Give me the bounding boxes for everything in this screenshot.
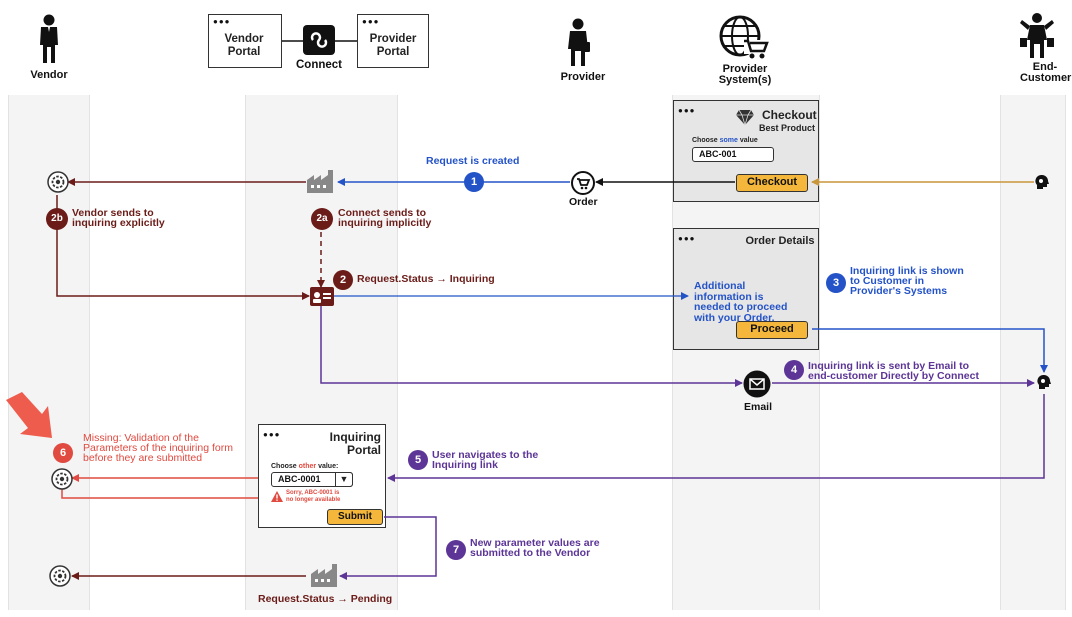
step-2b-badge: 2b — [46, 208, 68, 230]
step-5-badge: 5 — [408, 450, 428, 470]
email-envelope-icon — [743, 370, 771, 398]
step-2a-badge: 2a — [311, 208, 333, 230]
id-card-icon — [310, 287, 334, 306]
order-details-title: Order Details — [745, 235, 815, 247]
inquiring-choose-label: Choose other value: — [271, 463, 339, 470]
step-3-badge: 3 — [826, 273, 846, 293]
window-dots-icon: ●●● — [678, 234, 696, 243]
proceed-button[interactable]: Proceed — [736, 321, 808, 339]
diamond-icon — [736, 109, 754, 125]
step-5-label: User navigates to the Inquiring link — [432, 449, 539, 471]
order-cart-icon — [571, 171, 595, 195]
factory-icon — [307, 170, 333, 193]
connect-label: Connect — [296, 59, 342, 71]
step-2b-label: Vendor sends to inquiring explicitly — [72, 207, 165, 229]
checkout-subtitle: Best Product — [759, 123, 816, 133]
submit-button[interactable]: Submit — [327, 509, 383, 525]
step-4-label: Inquiring link is sent by Email to end-c… — [808, 360, 979, 382]
order-label: Order — [569, 196, 598, 208]
vendor-person-icon — [40, 14, 58, 63]
provider-portal-title: Provider Portal — [369, 33, 417, 58]
step-7-badge: 7 — [446, 540, 466, 560]
window-dots-icon: ●●● — [678, 106, 696, 115]
connect-logo-icon — [303, 25, 335, 55]
step-2a-label: Connect sends to inquiring implicitly — [338, 207, 432, 229]
provider-systems-globe-cart-icon — [719, 15, 769, 59]
inquiring-portal-title: Inquiring Portal — [329, 430, 381, 457]
step-2-label: Request.Status → Inquiring — [357, 273, 495, 285]
checkout-button[interactable]: Checkout — [736, 174, 808, 192]
end-customer-label: End-Customer — [1020, 61, 1072, 84]
step-6-badge: 6 — [53, 443, 73, 463]
email-label: Email — [744, 401, 773, 413]
window-dots-icon: ●●● — [213, 17, 231, 26]
step-2-badge: 2 — [333, 270, 353, 290]
checkout-window: ●●● Checkout Best Product Choose some va… — [673, 100, 819, 202]
end-customer-person-icon — [1020, 13, 1054, 58]
checkout-value-field[interactable]: ABC-001 — [692, 147, 774, 162]
window-dots-icon: ●●● — [362, 17, 380, 26]
order-details-message: Additional information is needed to proc… — [694, 280, 788, 324]
vendor-label: Vendor — [30, 69, 68, 81]
order-details-window: ●●● Order Details Additional information… — [673, 228, 819, 350]
pending-status-label: Request.Status → Pending — [258, 593, 393, 605]
provider-systems-label: Provider System(s) — [718, 63, 772, 86]
provider-label: Provider — [560, 71, 606, 83]
window-dots-icon: ●●● — [263, 430, 281, 439]
inquiring-portal-window: ●●● Inquiring Portal Choose other value:… — [258, 424, 386, 528]
chevron-down-icon[interactable]: ▼ — [335, 472, 353, 487]
inquiring-value-select[interactable]: ABC-0001 — [271, 472, 353, 487]
vendor-gear-icon-final — [49, 565, 71, 587]
vendor-gear-icon — [47, 171, 69, 193]
customer-head-icon — [1035, 174, 1049, 189]
customer-head-icon — [1037, 374, 1051, 389]
step-6-label: Missing: Validation of the Parameters of… — [83, 432, 233, 464]
step-4-badge: 4 — [784, 360, 804, 380]
vendor-gear-icon-validation — [51, 468, 73, 490]
factory-icon-pending — [311, 564, 337, 587]
checkout-choose-label: Choose some value — [692, 137, 758, 144]
checkout-title: Checkout — [762, 108, 817, 122]
warning-icon — [271, 491, 283, 502]
step-1-label: Request is created — [426, 155, 520, 167]
provider-person-icon — [568, 18, 590, 66]
inquiring-error-message: Sorry, ABC-0001 is no longer available — [286, 490, 341, 503]
step-1-badge: 1 — [464, 172, 484, 192]
provider-portal-box: ●●● Provider Portal — [357, 14, 429, 68]
step-3-label: Inquiring link is shown to Customer in P… — [850, 265, 964, 297]
end-customer-lane — [1000, 95, 1066, 610]
vendor-portal-box: ●●● Vendor Portal — [208, 14, 282, 68]
vendor-portal-title: Vendor Portal — [224, 33, 264, 58]
step-7-label: New parameter values are submitted to th… — [470, 537, 600, 559]
